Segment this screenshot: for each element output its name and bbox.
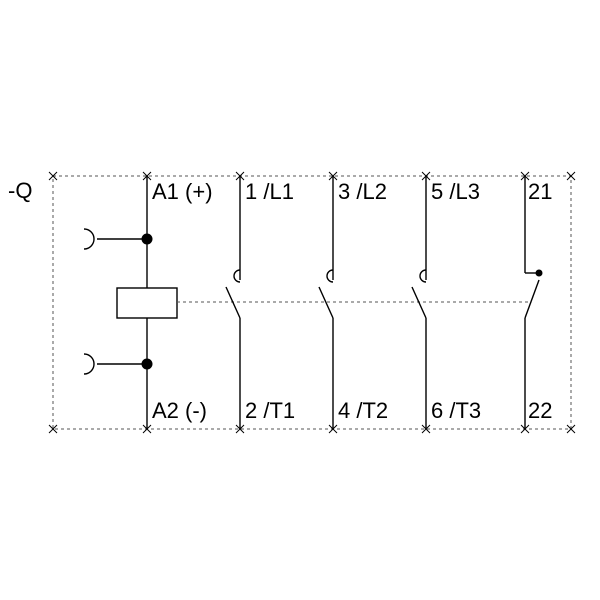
auxiliary-contact-top-label: 21 — [528, 179, 552, 204]
terminal-marker-top-corner-left — [48, 171, 58, 181]
main-contact-2-top-label: 3 /L2 — [338, 179, 387, 204]
coil-top-terminal-label: A1 (+) — [152, 179, 213, 204]
terminal-marker-bottom-corner-left — [48, 424, 58, 434]
main-contact-3-top-label: 5 /L3 — [431, 179, 480, 204]
coil-symbol — [116, 287, 178, 319]
main-contact-2-bottom-label: 4 /T2 — [338, 398, 388, 423]
terminal-marker-bottom-corner-right — [566, 424, 576, 434]
main-contact-1 — [225, 176, 241, 429]
device-enclosure — [52, 175, 572, 430]
coil-upper-plug-symbol — [83, 228, 95, 250]
main-contact-1-bottom-label: 2 /T1 — [245, 398, 295, 423]
auxiliary-nc-contact — [524, 176, 543, 429]
main-contact-3 — [411, 176, 427, 429]
main-contact-2 — [318, 176, 334, 429]
coil-circuit — [83, 176, 178, 429]
main-contact-1-top-label: 1 /L1 — [245, 179, 294, 204]
device-designation-label: -Q — [8, 178, 32, 203]
main-contact-3-bottom-label: 6 /T3 — [431, 398, 481, 423]
coil-lower-plug-symbol — [83, 353, 95, 375]
coil-bottom-terminal-label: A2 (-) — [152, 398, 207, 423]
terminal-marker-top-corner-right — [566, 171, 576, 181]
auxiliary-contact-bottom-label: 22 — [528, 398, 552, 423]
